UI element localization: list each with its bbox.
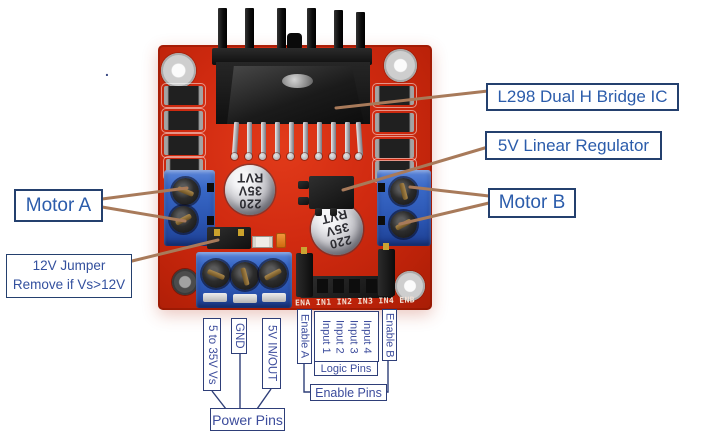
solder-pad <box>315 153 322 160</box>
jumper-pointer-line <box>126 238 220 264</box>
terminal-screw <box>390 178 417 205</box>
ic-leg <box>345 122 350 156</box>
input3-pin-label: Input 3 <box>347 319 360 354</box>
header-pin <box>317 279 328 293</box>
heatsink-fin <box>218 8 227 52</box>
vs-connector-line <box>211 390 227 410</box>
terminal-slot <box>262 293 286 302</box>
ic-leg <box>247 122 252 156</box>
smd-resistor <box>252 236 273 248</box>
heatsink-fin <box>334 10 343 52</box>
terminal-contact <box>207 183 214 192</box>
motor-a-pointer-line <box>100 186 189 201</box>
jumper-cap-ena <box>296 247 313 297</box>
heatsink-fin <box>277 8 286 52</box>
regulator-pin <box>330 208 337 216</box>
heatsink-fin <box>307 8 316 52</box>
heatsink-screw <box>287 33 302 51</box>
jumper-cap-enb <box>378 243 395 296</box>
diode <box>372 136 417 161</box>
inputs-group-box: Input 1 Input 2 Input 3 Input 4 <box>314 311 379 362</box>
terminal-contact <box>378 216 385 225</box>
ic-leg <box>331 122 336 156</box>
motor-a-pointer-line <box>100 205 187 223</box>
input1-pin-label: Input 1 <box>320 319 332 354</box>
ic-leg <box>275 122 280 156</box>
enable-a-pin-label: Enable A <box>297 309 312 364</box>
motor-b-label: Motor B <box>488 188 576 218</box>
header-pin <box>349 279 360 293</box>
mounting-hole <box>384 49 417 82</box>
enable-b-pin-label: Enable B <box>382 309 397 361</box>
ic-leg <box>261 122 266 156</box>
motor-a-label: Motor A <box>14 189 103 222</box>
regulator-pin <box>298 197 309 205</box>
l298-ic-label: L298 Dual H Bridge IC <box>486 83 679 111</box>
mounting-hole <box>161 53 196 88</box>
ic-leg <box>289 122 294 156</box>
motor-b-pointer-line <box>408 185 491 198</box>
5v-connector-line <box>256 388 272 410</box>
solder-pad <box>287 153 294 160</box>
terminal-contact <box>207 216 214 225</box>
power-led <box>276 233 286 248</box>
5v-inout-pin-label: 5V IN/OUT <box>262 318 281 389</box>
stray-dot-mark: . <box>105 63 109 79</box>
enable-pins-label: Enable Pins <box>310 384 387 401</box>
input2-pin-label: Input 2 <box>333 319 346 354</box>
mounting-hole <box>172 269 198 295</box>
diode <box>161 133 206 158</box>
solder-pad <box>355 153 362 160</box>
l298-pointer-line <box>334 89 490 110</box>
terminal-screw <box>231 262 259 290</box>
vs-pin-label: 5 to 35V Vs <box>203 318 221 391</box>
regulator-pin <box>315 208 322 216</box>
solder-pad <box>273 153 280 160</box>
solder-pad <box>231 153 238 160</box>
header-pin <box>366 279 377 293</box>
header-pin <box>333 279 344 293</box>
jumper-label-line1: 12V Jumper <box>32 258 106 274</box>
ic-leg <box>303 122 308 156</box>
motor-b-pointer-line <box>398 201 491 226</box>
jumper-pin <box>214 229 220 236</box>
terminal-contact <box>378 183 385 192</box>
diode <box>161 108 206 133</box>
logic-pins-label: Logic Pins <box>314 361 378 376</box>
input4-pin-label: Input 4 <box>360 319 373 354</box>
terminal-slot <box>233 294 257 303</box>
terminal-screw <box>172 178 199 205</box>
gnd-pin-label: GND <box>231 318 247 354</box>
regulator-pin <box>298 181 309 189</box>
power-pins-label: Power Pins <box>210 408 285 431</box>
heatsink-fin <box>245 8 254 52</box>
regulator-pointer-line <box>341 145 490 192</box>
solder-pad <box>329 153 336 160</box>
heatsink-bar <box>212 48 372 65</box>
solder-pad <box>301 153 308 160</box>
voltage-regulator <box>309 176 354 209</box>
solder-pad <box>259 153 266 160</box>
ic-leg <box>317 122 322 156</box>
solder-pad <box>245 153 252 160</box>
ic-mounting-tab <box>282 74 313 88</box>
diode <box>161 83 206 108</box>
mounting-hole <box>395 271 425 301</box>
terminal-slot <box>203 293 227 302</box>
enable-a-connector-line <box>303 363 311 393</box>
terminal-screw <box>202 260 230 288</box>
terminal-screw <box>259 260 287 288</box>
12v-jumper-label: 12V Jumper Remove if Vs>12V <box>6 254 132 298</box>
jumper-label-line2: Remove if Vs>12V <box>12 277 126 292</box>
heatsink-fin <box>356 12 365 52</box>
diode <box>372 110 417 135</box>
regulator-label: 5V Linear Regulator <box>485 131 662 160</box>
jumper-pin <box>238 229 244 236</box>
solder-pad <box>343 153 350 160</box>
